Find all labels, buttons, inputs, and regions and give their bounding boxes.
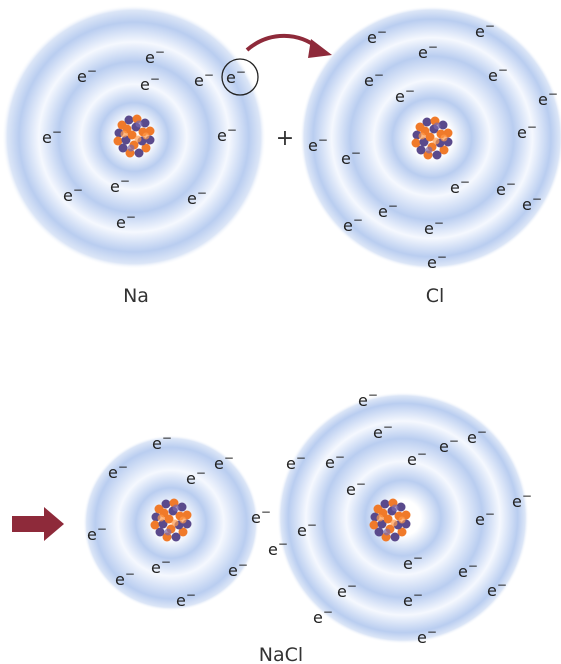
chloride-ion-electron: e− xyxy=(313,605,333,627)
label-compound: NaCl xyxy=(259,644,303,664)
reaction-arrow xyxy=(12,507,64,541)
chlorine-atom xyxy=(300,6,561,270)
label-chlorine: Cl xyxy=(426,285,445,307)
transferred-electron-highlight xyxy=(221,58,259,96)
transfer-arrow-head xyxy=(308,39,332,58)
label-sodium: Na xyxy=(123,285,149,307)
sodium-atom xyxy=(2,5,266,269)
chloride-ion xyxy=(277,392,529,644)
transfer-arrow-shaft xyxy=(245,33,320,52)
sodium-ion xyxy=(83,435,259,611)
chloride-ion-electron: e− xyxy=(417,625,437,647)
plus-sign: + xyxy=(276,126,294,151)
sodium-ion-electron: e− xyxy=(251,505,271,527)
